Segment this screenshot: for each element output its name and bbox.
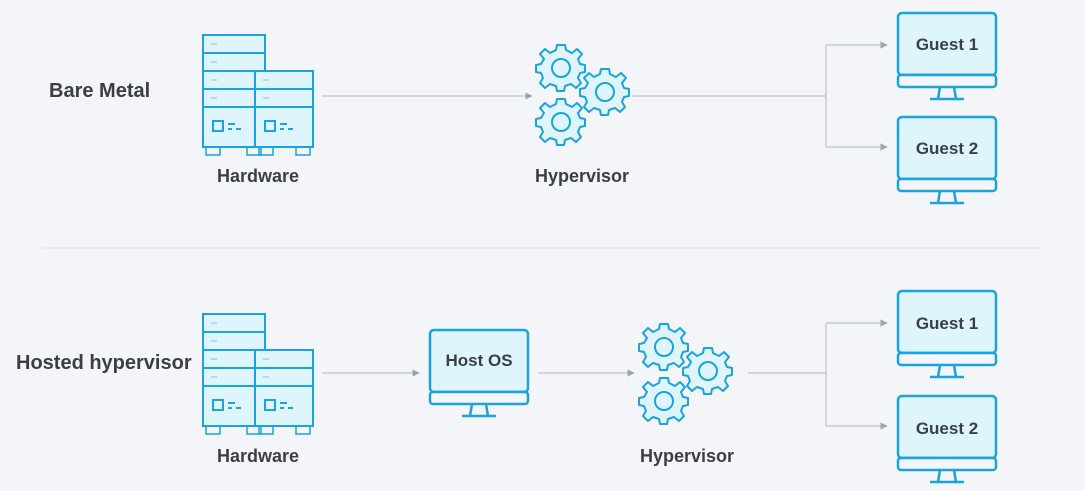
gears-icon-bare-metal <box>536 45 629 145</box>
guest-1-monitor-icon-hosted <box>896 289 998 379</box>
row-title-hosted-hypervisor: Hosted hypervisor <box>16 352 192 374</box>
hardware-label-hosted: Hardware <box>216 446 300 466</box>
guest-1-label-hosted: Guest 1 <box>915 314 979 333</box>
guest-2-monitor-icon-hosted <box>896 394 998 484</box>
host-os-label: Host OS <box>445 351 513 370</box>
hardware-label-bare-metal: Hardware <box>216 166 300 186</box>
guest-2-label-hosted: Guest 2 <box>915 419 979 438</box>
hardware-server-icon-bare-metal <box>202 34 314 156</box>
guest-1-monitor-icon-bare-metal <box>896 11 998 101</box>
hardware-server-icon-hosted <box>202 313 314 435</box>
guest-2-monitor-icon-bare-metal <box>896 115 998 205</box>
gears-icon-hosted <box>639 324 732 424</box>
hypervisor-label-bare-metal: Hypervisor <box>534 166 630 186</box>
host-os-monitor-icon <box>428 328 530 418</box>
row-title-bare-metal: Bare Metal <box>49 80 151 102</box>
guest-1-label-bare-metal: Guest 1 <box>915 35 979 54</box>
hypervisor-label-hosted: Hypervisor <box>639 446 735 466</box>
guest-2-label-bare-metal: Guest 2 <box>915 139 979 158</box>
